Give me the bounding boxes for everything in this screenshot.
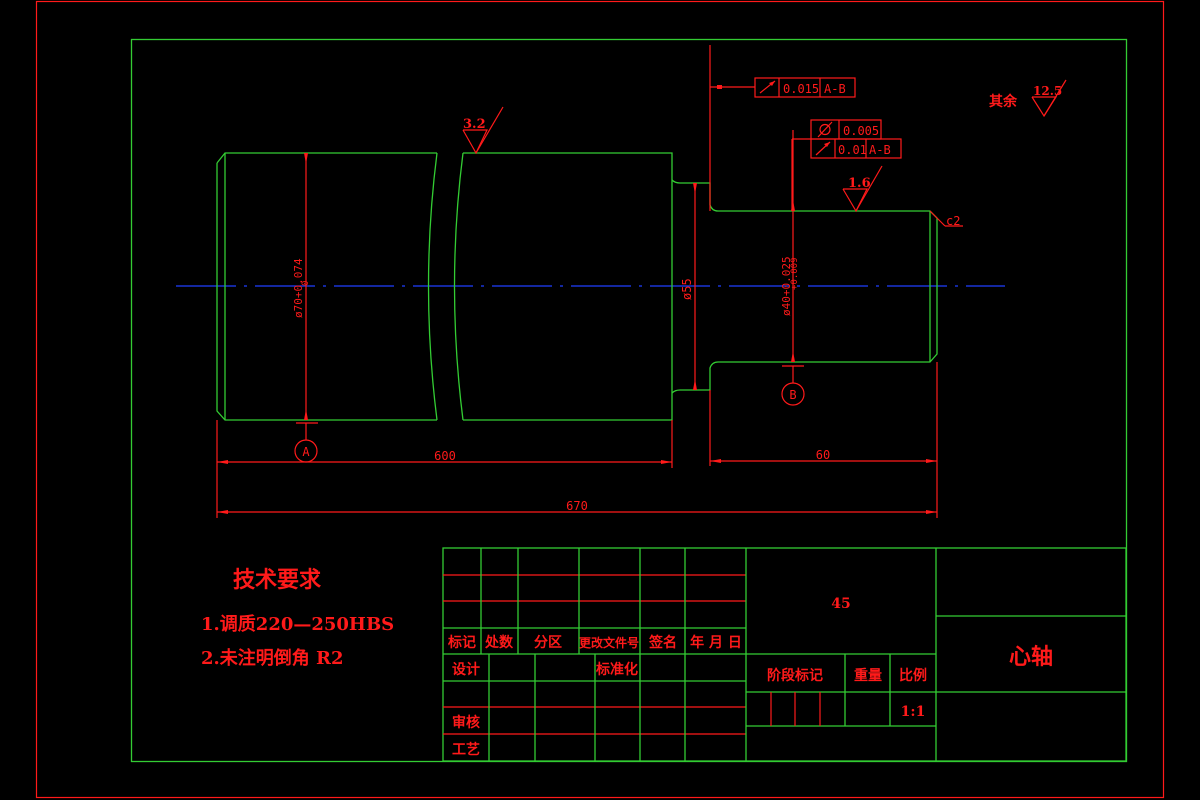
roughness-1-6: 1.6	[842, 165, 883, 213]
roughness-3-2: 3.2	[462, 106, 504, 155]
scale-value: 1:1	[901, 704, 926, 720]
d55-label: ø55	[680, 278, 694, 300]
svg-text:签名: 签名	[648, 634, 677, 651]
material-label: 45	[831, 596, 850, 612]
chamfer-c2: c2	[929, 210, 963, 228]
svg-text:A-B: A-B	[869, 143, 891, 157]
len-600-label: 600	[434, 449, 456, 463]
d40-label: ø40+0.025	[780, 256, 793, 316]
svg-text:标准化: 标准化	[595, 661, 638, 678]
svg-text:年 月 日: 年 月 日	[690, 634, 742, 651]
svg-text:处数: 处数	[484, 634, 514, 651]
svg-text:3.2: 3.2	[463, 117, 486, 132]
svg-text:标记: 标记	[447, 634, 476, 651]
svg-text:重量: 重量	[854, 667, 882, 684]
svg-text:技术要求: 技术要求	[233, 567, 321, 593]
svg-text:12.5: 12.5	[1033, 84, 1062, 98]
svg-text:阶段标记: 阶段标记	[767, 667, 823, 684]
svg-text:工艺: 工艺	[452, 741, 480, 758]
svg-text:其余: 其余	[989, 93, 1018, 110]
svg-text:1.调质220—250HBS: 1.调质220—250HBS	[201, 614, 394, 635]
dim-lengths: 600 60 670	[216, 362, 938, 518]
title-block: 标记 处数 分区 更改文件号 签名 年 月 日 设计 标准化 审核 工艺 45 …	[442, 547, 1127, 762]
dim-d55: ø55	[680, 183, 697, 390]
tech-requirements: 技术要求 1.调质220—250HBS 2.未注明倒角 R2	[201, 567, 394, 669]
svg-text:1.6: 1.6	[848, 176, 871, 191]
dim-d40: B ø40+0.025 +0.009	[780, 130, 805, 406]
svg-text:A-B: A-B	[824, 82, 846, 96]
gdt-frame-small-shaft: 0.005 0.01 A-B	[791, 119, 902, 211]
datum-a-label: A	[302, 445, 310, 459]
len-670-label: 670	[566, 499, 588, 513]
len-60-label: 60	[816, 448, 830, 462]
svg-text:0.005: 0.005	[843, 124, 879, 138]
svg-text:c2: c2	[946, 214, 960, 228]
roughness-rest: 其余 12.5	[989, 79, 1067, 118]
part-name: 心轴	[1009, 644, 1053, 670]
datum-b-label: B	[789, 388, 796, 402]
outer-border	[35, 0, 1165, 799]
d40-lower-label: +0.009	[790, 257, 800, 290]
d70-lower-label: 0	[301, 281, 311, 286]
gdt-runout-top: 0.015 A-B	[709, 45, 856, 211]
shaft-outline	[216, 152, 938, 421]
svg-text:2.未注明倒角 R2: 2.未注明倒角 R2	[201, 647, 344, 669]
svg-text:更改文件号: 更改文件号	[579, 635, 639, 650]
d70-label: ø70+0.074	[292, 258, 305, 318]
dim-d70: A ø70+0.074 0	[292, 153, 318, 463]
svg-text:审核: 审核	[452, 714, 480, 731]
svg-text:分区: 分区	[534, 635, 562, 651]
svg-text:比例: 比例	[899, 667, 927, 684]
svg-text:0.01: 0.01	[838, 143, 867, 157]
svg-text:设计: 设计	[452, 661, 480, 678]
svg-text:0.015: 0.015	[783, 82, 819, 96]
